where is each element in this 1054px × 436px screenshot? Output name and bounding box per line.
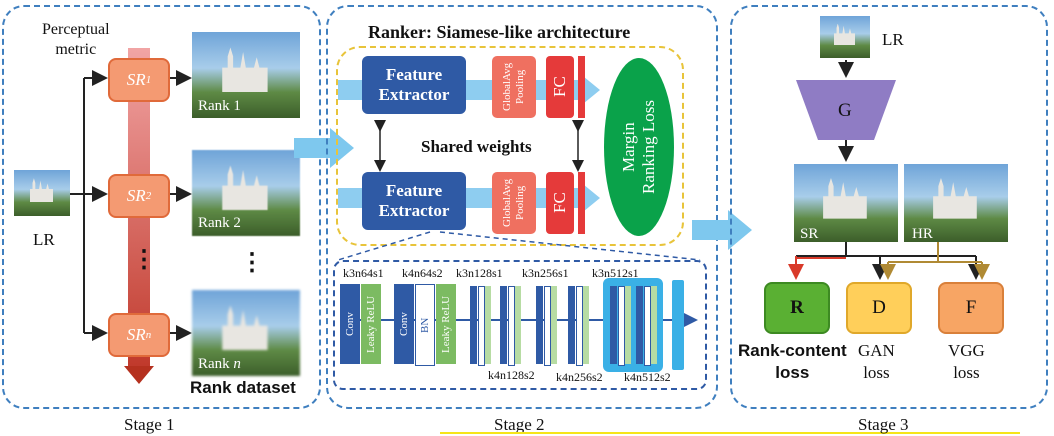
block-5-conv [536, 286, 543, 364]
shared-weights-label: Shared weights [421, 137, 532, 156]
gan-loss-caption: GAN loss [858, 341, 895, 382]
layer-label-k3n512s1: k3n512s1 [592, 266, 639, 280]
sr-1-label: SR [126, 70, 146, 89]
fc-top-thin [578, 56, 585, 118]
block-8-bn [644, 286, 651, 366]
network-detail-box [333, 260, 707, 390]
stage2-to-stage3-arrow [692, 210, 752, 250]
fc-top: FC [546, 56, 574, 118]
stage1-label: Stage 1 [124, 415, 175, 434]
generator-label: G [838, 100, 852, 121]
rank-content-loss-caption: Rank-content loss [738, 341, 847, 382]
stage3-sr-image [794, 164, 898, 242]
vgg-loss-caption: VGG loss [948, 341, 985, 382]
block-4-conv [500, 286, 507, 364]
layer-label-k3n128s1: k3n128s1 [456, 266, 503, 280]
sr-1-sub: 1 [145, 74, 152, 86]
stage3-sr-label: SR [800, 226, 819, 242]
block-6-conv [568, 286, 575, 364]
block-4-bn [508, 286, 515, 366]
fc-bottom-thin [578, 172, 585, 234]
block-5-relu [551, 286, 557, 364]
bn-layer-2: BN [415, 284, 435, 366]
layer-label-k4n128s2: k4n128s2 [488, 368, 535, 382]
stage3-hr-image [904, 164, 1008, 242]
pooling-bottom: GlobalAvg Pooling [492, 172, 536, 234]
sr-n-sub: n [145, 329, 152, 341]
rank-dots: ⋮ [240, 250, 264, 276]
sr-dots: ⋮ [132, 247, 156, 273]
block-3-relu [485, 286, 491, 364]
vgg-loss-box: F [938, 282, 1004, 334]
pooling-top: GlobalAvg Pooling [492, 56, 536, 118]
block-8-conv [636, 286, 643, 364]
layer-label-k4n256s2: k4n256s2 [556, 370, 603, 384]
ranker-title: Ranker: Siamese-like architecture [368, 22, 631, 42]
feature-extractor-bottom: Feature Extractor [362, 172, 466, 230]
block-4-relu [515, 286, 521, 364]
sr-2-sub: 2 [145, 190, 152, 202]
shared-weights-arrows [374, 120, 584, 172]
block-3-bn [478, 286, 485, 366]
rank-n-italic: n [233, 356, 241, 372]
rank-content-loss-box: R [764, 282, 830, 334]
rank-n-prefix: Rank [198, 356, 234, 372]
block-8-relu [651, 286, 657, 364]
lr-label: LR [33, 230, 55, 249]
stage2-highlight-line [440, 432, 1020, 434]
stage3-label: Stage 3 [858, 415, 909, 434]
margin-ranking-loss-label: Margin Ranking Loss [619, 100, 658, 194]
rank-1-image [192, 32, 300, 118]
block-7-bn [618, 286, 625, 366]
output-feature-bar [672, 280, 684, 370]
lr-image [14, 170, 70, 216]
block-7-conv [610, 286, 617, 364]
stage2-panel [326, 5, 718, 409]
rank-n-label: Rank n [198, 356, 241, 373]
layer-label-k3n256s1: k3n256s1 [522, 266, 569, 280]
margin-ranking-loss [604, 58, 674, 236]
stage3-connectors [788, 60, 990, 280]
sr-n-label: SR [126, 325, 146, 344]
leaky-relu-2: Leaky ReLU [436, 284, 456, 364]
stage1-connectors [70, 70, 192, 341]
rank-dataset-label: Rank dataset [190, 378, 296, 397]
conv-layer-1: Conv [340, 284, 360, 364]
rank-2-image [192, 150, 300, 236]
block-6-relu [583, 286, 589, 364]
stage2-label: Stage 2 [494, 415, 545, 434]
conv-layer-2: Conv [394, 284, 414, 364]
block-6-bn [576, 286, 583, 366]
stage3-lr-image [820, 16, 870, 58]
rank-n-image [192, 290, 300, 376]
perceptual-metric-arrowhead [124, 366, 154, 384]
sr-2-label: SR [126, 186, 146, 205]
stage1-to-stage2-arrow [294, 128, 354, 168]
gan-loss-box: D [846, 282, 912, 334]
feature-extractor-top: Feature Extractor [362, 56, 466, 114]
layer-label-k4n64s2: k4n64s2 [402, 266, 443, 280]
rank-2-label: Rank 2 [198, 215, 241, 231]
block-5-bn [544, 286, 551, 366]
stage3-panel [730, 5, 1048, 409]
layer-label-k4n512s2: k4n512s2 [624, 370, 671, 384]
stage3-lr-label: LR [882, 30, 904, 49]
zoom-lines [337, 231, 701, 261]
perceptual-metric-label: Perceptual metric [42, 21, 110, 58]
leaky-relu-1: Leaky ReLU [361, 284, 381, 364]
siamese-box [336, 46, 684, 246]
rank-1-label: Rank 1 [198, 98, 241, 114]
block-3-conv [470, 286, 477, 364]
layer-label-k3n64s1: k3n64s1 [343, 266, 384, 280]
fc-bottom: FC [546, 172, 574, 234]
stage1-panel [2, 5, 321, 409]
stage3-hr-label: HR [912, 226, 933, 242]
block-7-relu [625, 286, 631, 364]
